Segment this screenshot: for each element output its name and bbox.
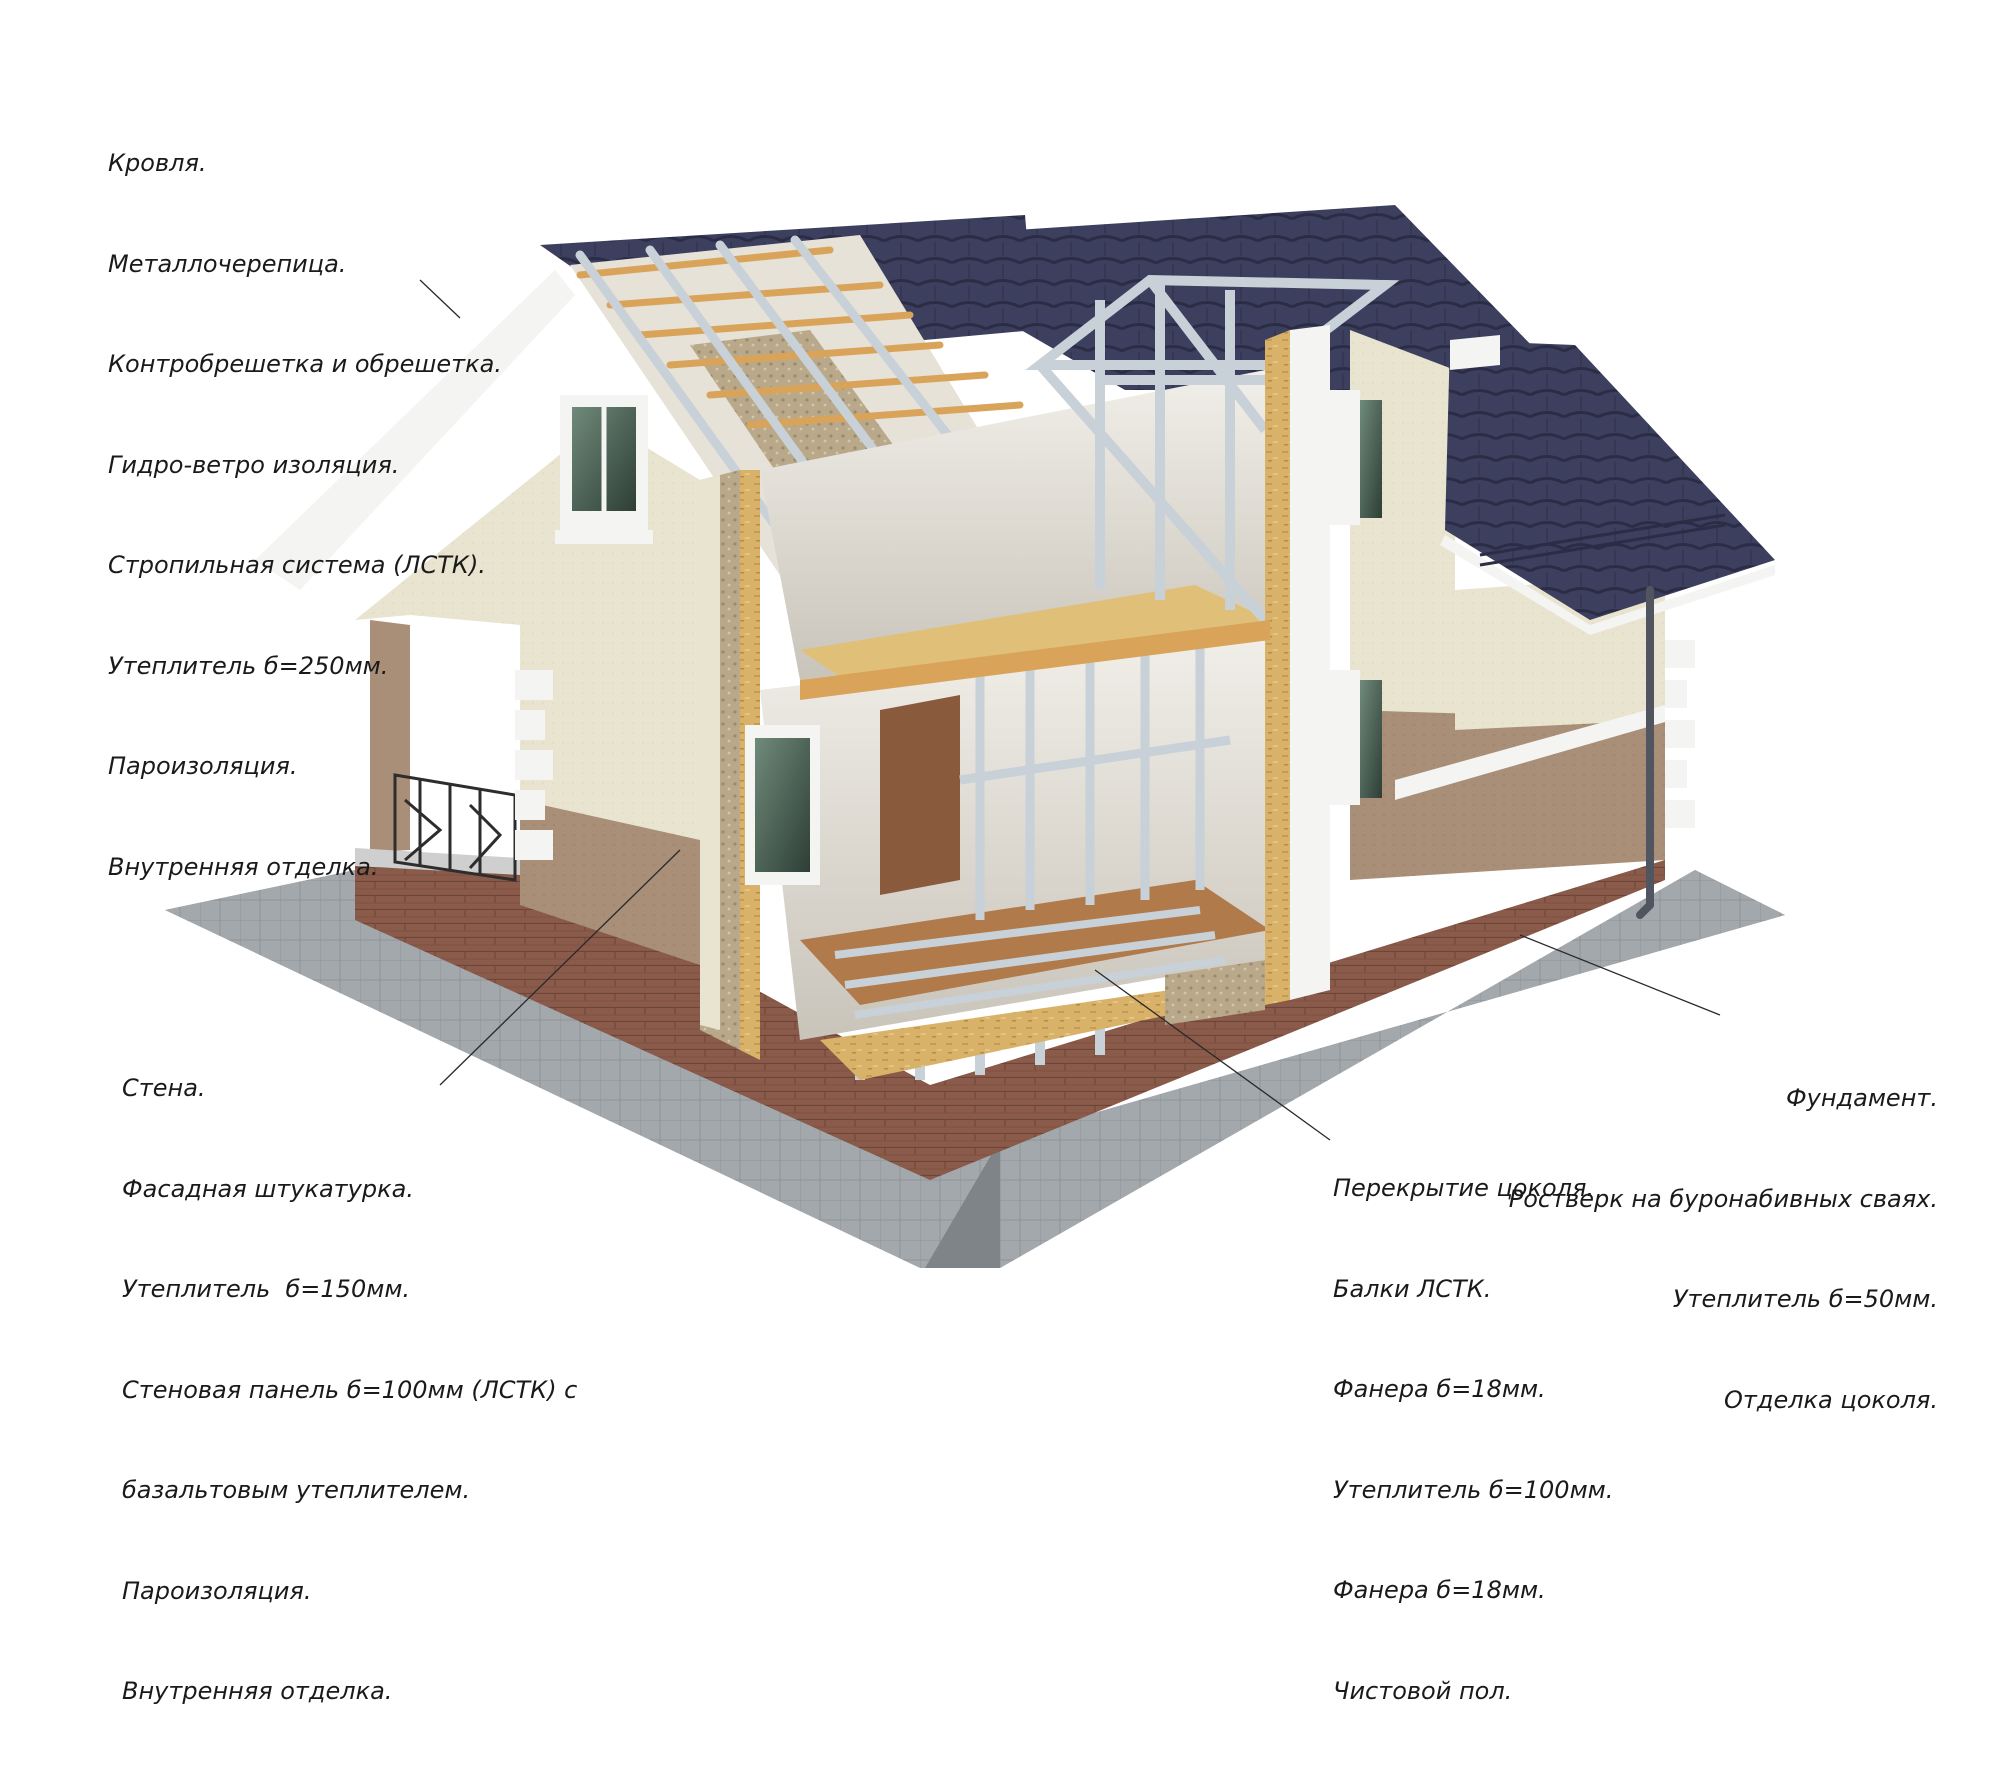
- label-wall-line: Стена.: [122, 1074, 206, 1102]
- label-wall-line: Внутренняя отделка.: [122, 1677, 393, 1705]
- roof-fascia-left: [255, 270, 575, 590]
- gable-window-left: [555, 395, 653, 544]
- porch-opening: [410, 630, 515, 775]
- right-wing-wall-mid: [1455, 575, 1665, 730]
- plinth-brick-front: [355, 855, 930, 1180]
- right-band-trim: [1395, 705, 1665, 800]
- interior-stair: [880, 695, 960, 895]
- label-wall-line: Утеплитель б=150мм.: [122, 1275, 411, 1303]
- label-floor-line: Фанера б=18мм.: [1333, 1375, 1546, 1403]
- house-cutaway-diagram: Кровля. Металлочерепица. Контробрешетка …: [108, 80, 1938, 1705]
- label-roof-line: Пароизоляция.: [108, 752, 298, 780]
- right-wing-wall-lower: [1350, 710, 1665, 880]
- downpipe: [1636, 586, 1654, 919]
- right-wing-wall-upper: [1350, 330, 1455, 730]
- porch-railing: [393, 773, 517, 882]
- roof-tile-right: [1445, 340, 1775, 620]
- label-wall: Стена. Фасадная штукатурка. Утеплитель б…: [122, 1005, 577, 1776]
- label-floor-line: Фанера б=18мм.: [1333, 1576, 1546, 1604]
- right-window-lower: [1330, 670, 1382, 805]
- label-wall-line: Стеновая панель б=100мм (ЛСТК) с: [122, 1375, 578, 1404]
- label-wall-line: Пароизоляция.: [122, 1576, 312, 1605]
- label-roof-line: Внутренняя отделка.: [108, 852, 379, 881]
- cut-wall-right-plaster: [1290, 325, 1330, 1000]
- label-foundation-line: Отделка цоколя.: [1723, 1385, 1938, 1414]
- lower-wall-left: [520, 790, 700, 965]
- corner-quoins-right: [1665, 640, 1695, 828]
- house-illustration: [165, 205, 1785, 1268]
- right-window-upper: [1330, 390, 1382, 525]
- roof-right-fascia: [1440, 535, 1775, 635]
- label-roof-line: Контробрешетка и обрешетка.: [108, 350, 502, 378]
- roof-steel-truss: [1025, 274, 1400, 624]
- label-floor-line: Перекрытие цоколя.: [1333, 1174, 1595, 1202]
- cut-wall-right-insul2: [1165, 960, 1265, 1025]
- label-roof: Кровля. Металлочерепица. Контробрешетка …: [108, 80, 502, 951]
- paving-edge: [925, 1140, 1000, 1268]
- porch-column-left: [370, 620, 410, 852]
- cut-wall-window: [745, 725, 820, 885]
- label-roof-line: Металлочерепица.: [108, 249, 347, 278]
- label-wall-line: Фасадная штукатурка.: [122, 1174, 414, 1203]
- label-roof-line: Кровля.: [108, 149, 207, 177]
- label-foundation-line: Ростверк на буронабивных сваях.: [1508, 1184, 1938, 1213]
- wall-steel-studs: [959, 630, 1231, 920]
- label-foundation: Фундамент. Ростверк на буронабивных свая…: [1509, 1015, 1938, 1484]
- interior-floor-upper: [800, 585, 1270, 690]
- roof-underside-left: [300, 360, 640, 620]
- cut-wall-right-insulation: [1265, 330, 1290, 1005]
- cut-wall-plaster: [700, 475, 720, 1030]
- paving-ground-left: [165, 870, 1000, 1268]
- snow-guard: [1479, 513, 1726, 567]
- corner-quoins-left: [515, 670, 553, 860]
- paving-ground-right: [1000, 870, 1785, 1268]
- label-roof-line: Утеплитель б=250мм.: [108, 651, 389, 680]
- label-foundation-line: Утеплитель б=50мм.: [1672, 1285, 1938, 1313]
- gable-vent-right: [1450, 335, 1500, 370]
- mid-floor-band: [800, 620, 1270, 700]
- plinth-brick-right: [930, 860, 1665, 1180]
- leader-lines: [419, 279, 1721, 1141]
- floor-osb-slab: [820, 980, 1240, 1080]
- label-floor-line: Балки ЛСТК.: [1333, 1274, 1492, 1303]
- label-floor-line: Чистовой пол.: [1333, 1676, 1513, 1705]
- label-roof-line: Стропильная система (ЛСТК).: [108, 551, 486, 579]
- label-wall-line: базальтовым утеплителем.: [122, 1476, 471, 1504]
- label-roof-line: Гидро-ветро изоляция.: [108, 450, 400, 479]
- label-foundation-line: Фундамент.: [1785, 1084, 1938, 1112]
